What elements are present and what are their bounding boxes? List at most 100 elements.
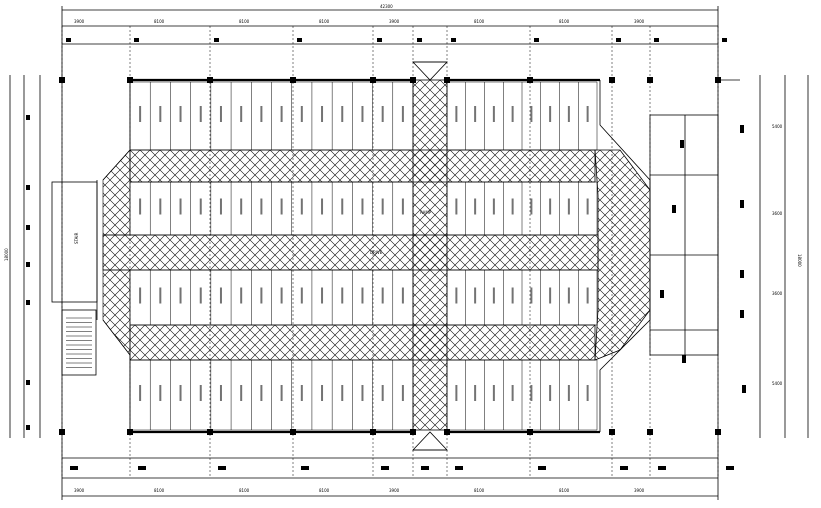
stall-number (586, 385, 589, 401)
dim-tag (26, 262, 30, 267)
stall-number (455, 385, 458, 401)
stall-number (321, 287, 324, 304)
stall-number (381, 385, 384, 401)
stall-number (280, 287, 283, 304)
dim-tag (660, 290, 664, 298)
bottom-dim-label: 8100 (239, 488, 250, 493)
stall-number (586, 106, 589, 122)
dim-tag (680, 140, 684, 148)
stall-number (567, 385, 570, 401)
dim-tag (620, 466, 628, 470)
dim-tag (26, 185, 30, 190)
stall-number (530, 287, 533, 304)
dim-tag (742, 385, 746, 393)
dim-tag (740, 125, 744, 133)
stall-number (219, 198, 222, 215)
stall-number (361, 198, 364, 215)
stall-number (549, 106, 552, 122)
stall-number (455, 287, 458, 304)
bottom-dim-label: 8100 (559, 488, 570, 493)
stall-number (511, 198, 514, 215)
dim-tag (134, 38, 139, 42)
stall-number (530, 106, 533, 122)
dim-tag (616, 38, 621, 42)
stall-number (300, 106, 303, 122)
column (715, 77, 721, 83)
aisle-bottom (129, 324, 596, 361)
stall-number (511, 385, 514, 401)
stall-number (260, 106, 263, 122)
column (59, 77, 65, 83)
stall-number (321, 106, 324, 122)
bottom-dim-label: 3900 (634, 488, 645, 493)
stall-number (492, 385, 495, 401)
center-ramp (412, 79, 448, 431)
stall-number (179, 385, 182, 401)
stall-number (341, 106, 344, 122)
stall-number (401, 287, 404, 304)
stall-number (492, 106, 495, 122)
stall-number (159, 287, 162, 304)
stall-number (280, 106, 283, 122)
column (59, 429, 65, 435)
dim-tag (26, 300, 30, 305)
right-overall-dim: 18000 (797, 254, 802, 267)
stall-number (341, 287, 344, 304)
stall-number (567, 198, 570, 215)
stall-number (280, 385, 283, 401)
top-dim-label: 8100 (559, 19, 570, 24)
top-dim-label: 8100 (154, 19, 165, 24)
bottom-dim-label: 8100 (474, 488, 485, 493)
bottom-dim-label: 3900 (74, 488, 85, 493)
stall-number (159, 106, 162, 122)
aisle-label: DRIVE (370, 250, 383, 255)
stall-number (219, 106, 222, 122)
dim-tag (658, 466, 666, 470)
stall-number (567, 287, 570, 304)
dim-tag (726, 466, 734, 470)
stall-number (474, 106, 477, 122)
stall-number (341, 198, 344, 215)
stall-number (139, 287, 142, 304)
dim-tag (740, 270, 744, 278)
column (609, 429, 615, 435)
dim-tag (672, 205, 676, 213)
stall-number (280, 198, 283, 215)
stall-number (381, 198, 384, 215)
right-dim-label: 3600 (772, 211, 783, 216)
dim-tag (740, 200, 744, 208)
dim-tag (26, 425, 30, 430)
stall-number (549, 198, 552, 215)
dim-tag (417, 38, 422, 42)
dim-tag (421, 466, 429, 470)
stall-number (321, 198, 324, 215)
stall-number (530, 385, 533, 401)
stall-number (219, 287, 222, 304)
stall-number (361, 287, 364, 304)
dim-tag (682, 355, 686, 363)
stall-number (474, 385, 477, 401)
stall-number (341, 385, 344, 401)
dim-tag (218, 466, 226, 470)
stall-number (401, 106, 404, 122)
dim-tag (455, 466, 463, 470)
left-overall-dim: 18000 (4, 248, 9, 261)
left-annex: STAIR (51, 181, 98, 376)
stall-number (361, 106, 364, 122)
top-dim-label: 3900 (74, 19, 85, 24)
stall-number (199, 198, 202, 215)
aisle-middle (102, 234, 599, 271)
stall-number (139, 385, 142, 401)
left-stair (66, 317, 92, 368)
top-dim-label: 8100 (239, 19, 250, 24)
stall-number (474, 287, 477, 304)
stall-number (240, 385, 243, 401)
dim-tag (451, 38, 456, 42)
stall-number (455, 106, 458, 122)
dim-tag (26, 225, 30, 230)
right-dim-label: 5400 (772, 381, 783, 386)
stall-number (199, 385, 202, 401)
ramp-label: RAMP (420, 210, 432, 215)
dim-tag (740, 310, 744, 318)
